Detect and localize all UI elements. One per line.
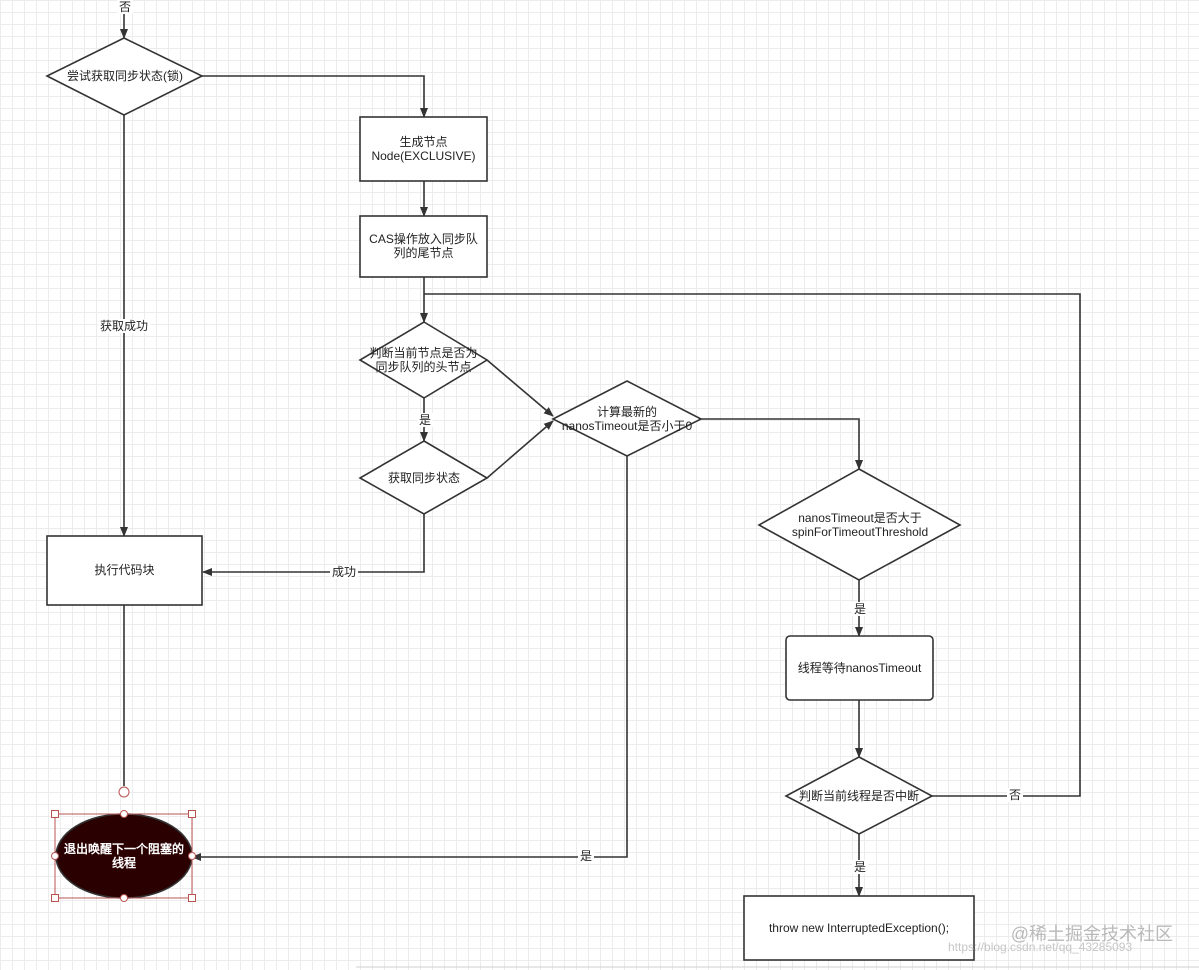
label-cas-enqueue: CAS操作放入同步队列的尾节点 bbox=[369, 232, 478, 260]
edge-label-timeout-yes: 是 bbox=[578, 849, 595, 863]
diamond-check-interrupt bbox=[784, 756, 934, 835]
selection-handle bbox=[51, 810, 59, 818]
edge-label-is-head-yes: 是 bbox=[417, 413, 434, 427]
label-create-node: 生成节点 Node(EXCLUSIVE) bbox=[371, 135, 476, 163]
label-calc-timeout: 计算最新的 nanosTimeout是否小于0 bbox=[561, 405, 693, 433]
edge-try-to-create bbox=[202, 75, 428, 118]
label-throw-exception: throw new InterruptedException(); bbox=[768, 921, 950, 935]
label-compare-threshold: nanosTimeout是否大于 spinForTimeoutThreshold bbox=[791, 511, 929, 539]
edge-calc-to-exit bbox=[191, 456, 628, 861]
diamond-is-head bbox=[358, 321, 489, 399]
box-throw-exception bbox=[743, 895, 975, 961]
box-execute-block bbox=[46, 535, 203, 606]
label-try-acquire: 尝试获取同步状态(锁) bbox=[67, 69, 183, 83]
edge-label-threshold-yes: 是 bbox=[852, 602, 869, 616]
edge-label-interrupt-yes: 是 bbox=[852, 860, 869, 874]
connection-point bbox=[188, 852, 196, 860]
edge-label-acquire-success: 获取成功 bbox=[98, 319, 151, 333]
connection-point bbox=[51, 852, 59, 860]
box-create-node bbox=[359, 116, 488, 182]
connection-point bbox=[120, 894, 128, 902]
label-acquire-state: 获取同步状态 bbox=[387, 471, 460, 485]
edge-acquire-to-calc bbox=[486, 420, 554, 479]
edge-label-top-no: 否 bbox=[117, 0, 134, 14]
connection-point bbox=[120, 810, 128, 818]
box-cas-enqueue bbox=[359, 215, 488, 278]
label-check-interrupt: 判断当前线程是否中断 bbox=[798, 789, 919, 803]
edge-label-success: 成功 bbox=[330, 565, 359, 579]
diamond-acquire-state bbox=[358, 440, 489, 515]
diamond-calc-timeout bbox=[551, 380, 703, 457]
diamond-compare-threshold bbox=[757, 468, 962, 581]
edge-label-interrupt-no: 否 bbox=[1007, 788, 1024, 802]
watermark-brand: @稀土掘金技术社区 bbox=[1010, 924, 1173, 944]
edge-interrupt-loop-back bbox=[424, 293, 1081, 797]
label-exit-wake: 退出唤醒下一个阻塞的线程 bbox=[63, 842, 184, 870]
selection-handle bbox=[188, 894, 196, 902]
edge-ishead-to-calc bbox=[486, 359, 554, 417]
label-is-head: 判断当前节点是否为同步队列的头节点 bbox=[369, 346, 478, 374]
selection-handle bbox=[51, 894, 59, 902]
edge-acquire-to-execute bbox=[202, 514, 425, 576]
diamond-try-acquire bbox=[45, 37, 204, 116]
selection-handle bbox=[188, 810, 196, 818]
box-park bbox=[785, 635, 934, 701]
rotate-handle bbox=[118, 786, 130, 798]
watermark-url: https://blog.csdn.net/qq_43285093 bbox=[948, 940, 1133, 954]
end-node-group bbox=[51, 786, 196, 902]
label-park: 线程等待nanosTimeout bbox=[797, 661, 922, 675]
edge-calc-to-threshold bbox=[701, 418, 863, 470]
label-execute-block: 执行代码块 bbox=[94, 563, 155, 577]
